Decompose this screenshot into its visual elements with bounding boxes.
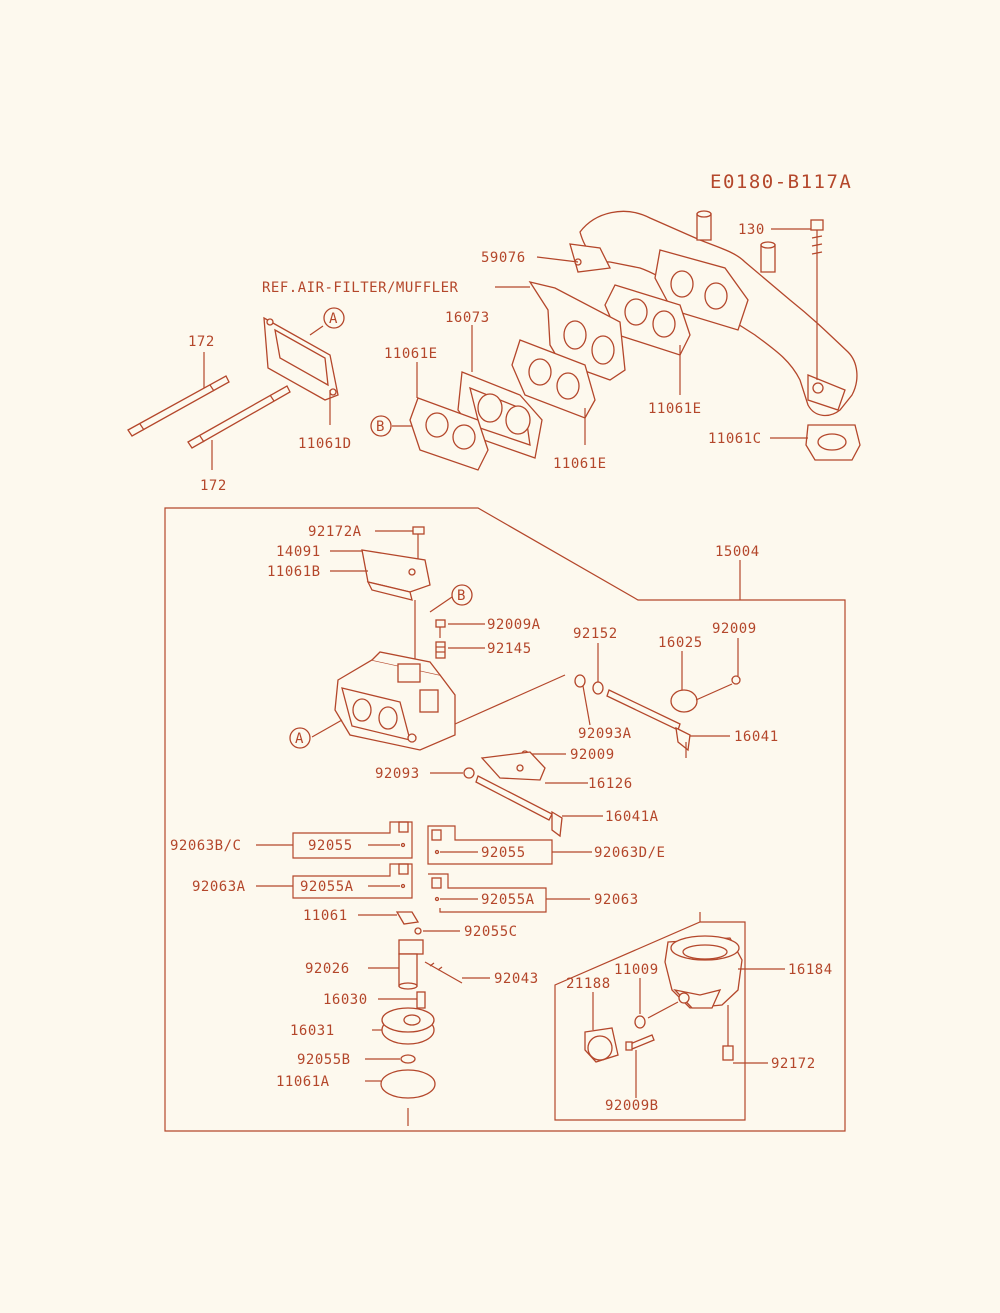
jet-92055-left — [398, 821, 409, 848]
label-16184: 16184 — [788, 962, 833, 978]
callout-circle-b-top — [370, 415, 392, 437]
stud-172-upper — [127, 375, 230, 437]
spring-92145 — [435, 641, 446, 659]
callout-b-top: B — [376, 419, 385, 435]
label-172-bottom: 172 — [200, 478, 227, 494]
seal-92093 — [463, 767, 475, 779]
label-92043: 92043 — [494, 971, 539, 987]
screw-92172 — [722, 1005, 734, 1061]
label-92055a-right: 92055A — [481, 892, 535, 908]
label-16025: 16025 — [658, 635, 703, 651]
float-16031 — [381, 1007, 435, 1045]
label-92063de: 92063D/E — [594, 845, 665, 861]
choke-shaft-16041 — [606, 689, 691, 758]
label-11061b: 11061B — [267, 564, 321, 580]
label-92009a: 92009A — [487, 617, 541, 633]
callout-circle-b-lower — [451, 584, 473, 606]
jet-92055a-right — [431, 877, 442, 902]
throttle-shaft-16041a — [475, 775, 563, 838]
plate-14091 — [361, 549, 431, 601]
callout-a-top: A — [329, 311, 338, 327]
throttle-plate-16126 — [480, 751, 546, 781]
label-11061e-bottom: 11061E — [553, 456, 607, 472]
subassembly-frame-16184 — [554, 921, 746, 1121]
stud-172-lower — [187, 385, 291, 449]
label-92055b: 92055B — [297, 1052, 351, 1068]
label-130: 130 — [738, 222, 765, 238]
gasket-11009 — [634, 1015, 646, 1029]
label-11061: 11061 — [303, 908, 348, 924]
label-92009b: 92009B — [605, 1098, 659, 1114]
jet-92055a-left — [398, 863, 409, 889]
label-15004: 15004 — [715, 544, 760, 560]
label-16073: 16073 — [445, 310, 490, 326]
reference-note: REF.AIR-FILTER/MUFFLER — [262, 280, 459, 296]
gasket-11061d — [263, 316, 339, 401]
gasket-11061e-left — [409, 397, 489, 471]
gasket-11061 — [395, 911, 420, 925]
screw-92009a — [435, 619, 446, 638]
label-11061c: 11061C — [708, 431, 762, 447]
label-16041: 16041 — [734, 729, 779, 745]
label-59076: 59076 — [481, 250, 526, 266]
label-92055-right: 92055 — [481, 845, 526, 861]
label-92026: 92026 — [305, 961, 350, 977]
diagram-code: E0180-B117A — [710, 171, 852, 193]
screw-92009-choke — [731, 675, 741, 685]
label-11009: 11009 — [614, 962, 659, 978]
carburetor-body — [334, 651, 456, 751]
label-92009-mid: 92009 — [570, 747, 615, 763]
label-92145: 92145 — [487, 641, 532, 657]
screw-92009b — [625, 1034, 655, 1051]
label-92063: 92063 — [594, 892, 639, 908]
oring-11061a — [380, 1069, 436, 1099]
label-11061e-right: 11061E — [648, 401, 702, 417]
label-16126: 16126 — [588, 776, 633, 792]
label-92055c: 92055C — [464, 924, 518, 940]
label-92172a: 92172A — [308, 524, 362, 540]
label-11061d: 11061D — [298, 436, 352, 452]
bolt-130 — [810, 219, 824, 380]
washer-92152 — [592, 681, 604, 695]
label-11061a: 11061A — [276, 1074, 330, 1090]
label-16031: 16031 — [290, 1023, 335, 1039]
label-21188: 21188 — [566, 976, 611, 992]
label-16030: 16030 — [323, 992, 368, 1008]
carburetor-assembly-frame — [164, 507, 846, 1132]
label-92055-left: 92055 — [308, 838, 353, 854]
choke-plate-16025 — [670, 689, 698, 713]
label-16041a: 16041A — [605, 809, 659, 825]
label-92152: 92152 — [573, 626, 618, 642]
solenoid-21188 — [584, 1027, 619, 1063]
solenoid-92026 — [398, 939, 424, 990]
callout-b-lower: B — [457, 588, 466, 604]
label-92063bc: 92063B/C — [170, 838, 241, 854]
jet-92055-right — [431, 829, 442, 855]
label-92063a: 92063A — [192, 879, 246, 895]
label-14091: 14091 — [276, 544, 321, 560]
label-92172: 92172 — [771, 1056, 816, 1072]
gasket-11061e-right — [604, 284, 691, 356]
seal-92055b — [400, 1054, 416, 1064]
label-172-top: 172 — [188, 334, 215, 350]
callout-a-lower: A — [295, 731, 304, 747]
label-92093a: 92093A — [578, 726, 632, 742]
callout-circle-a-top — [323, 307, 345, 329]
body-16184 — [664, 935, 743, 1009]
screw-92043 — [424, 961, 463, 984]
gasket-11061c — [805, 424, 861, 461]
jet-92055c — [414, 927, 422, 935]
seal-92093a — [574, 674, 586, 688]
label-92055a-left: 92055A — [300, 879, 354, 895]
label-92009-top: 92009 — [712, 621, 757, 637]
callout-circle-a-lower — [289, 727, 311, 749]
air-filter-plate — [528, 280, 626, 381]
label-92093: 92093 — [375, 766, 420, 782]
main-jet-16030 — [416, 991, 426, 1009]
label-11061e-left: 11061E — [384, 346, 438, 362]
